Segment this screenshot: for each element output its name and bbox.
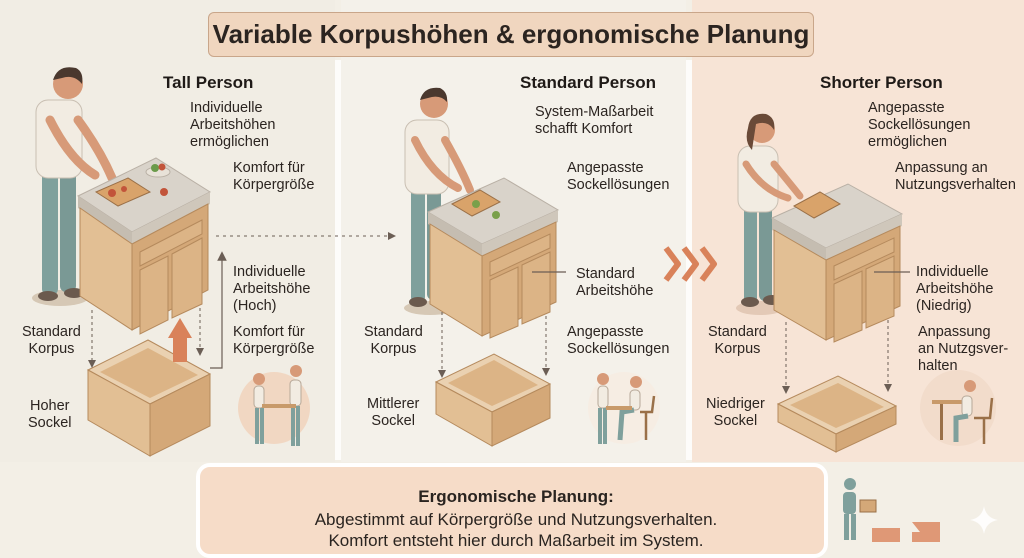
tall-plinth-label: Hoher Sockel [28, 398, 72, 431]
shorter-callout-mid: Anpassung an Nutzungsverhalten [895, 160, 1016, 193]
summary-line-1: Abgestimmt auf Körpergröße und Nutzungsv… [314, 510, 718, 529]
standard-corpus-label: Standard Korpus [364, 324, 423, 357]
tall-callout-mid: Komfort für Körpergröße [233, 160, 315, 193]
shorter-cabinet [770, 183, 904, 343]
medium-plinth [434, 353, 552, 447]
standard-plinth-label: Mittlerer Sockel [367, 396, 420, 429]
page-title: Variable Korpushöhen & ergonomische Plan… [208, 12, 814, 57]
summary-box: Ergonomische Planung: Abgestimmt auf Kör… [196, 463, 828, 558]
high-plinth [86, 339, 212, 457]
tall-callout-top: Individuelle Arbeitshöhen ermöglichen [190, 100, 276, 150]
panel-divider [335, 60, 341, 460]
shorter-person-figure [736, 113, 804, 315]
standard-person-figure [404, 87, 474, 315]
summary-line-2: Komfort entsteht hier durch Maßarbeit im… [328, 531, 704, 550]
chevron-arrows [663, 246, 717, 282]
tall-cabinet [76, 157, 212, 335]
tall-person-heading: Tall Person [163, 73, 254, 92]
summary-heading: Ergonomische Planung: [418, 487, 614, 506]
standard-callout-low: Angepasste Sockellösungen [567, 324, 670, 357]
tall-callout-height: Individuelle Arbeitshöhe (Hoch) [233, 264, 311, 314]
standard-callout-height: Standard Arbeitshöhe [576, 266, 654, 299]
height-arrow-shaft [173, 336, 187, 362]
shorter-corpus-label: Standard Korpus [708, 324, 767, 357]
height-arrow-head [168, 318, 192, 338]
shorter-callout-height: Individuelle Arbeitshöhe (Niedrig) [916, 264, 994, 314]
standard-vignette [588, 372, 660, 444]
worker-with-box-icon [843, 478, 877, 540]
low-plinth [776, 375, 898, 453]
tall-vignette [238, 365, 310, 446]
standard-callout-mid: Angepasste Sockellösungen [567, 160, 670, 193]
shorter-callout-low: Anpassung an Nutzgsver- halten [918, 324, 1009, 374]
shorter-person-heading: Shorter Person [820, 73, 943, 92]
panel-divider [686, 60, 692, 460]
sparkle-icon [970, 506, 998, 534]
tall-callout-low: Komfort für Körpergröße [233, 324, 315, 357]
tall-person-figure [32, 67, 117, 306]
standard-person-heading: Standard Person [520, 73, 657, 92]
shorter-plinth-label: Niedriger Sockel [706, 396, 765, 429]
standard-cabinet [426, 177, 560, 339]
tall-corpus-label: Standard Korpus [22, 324, 81, 357]
plinth-block-icon [872, 528, 900, 542]
standard-callout-top: System-Maßarbeit schafft Komfort [535, 104, 654, 137]
step-block-icon [912, 522, 940, 542]
shorter-callout-top: Angepasste Sockellösungen ermöglichen [868, 100, 971, 150]
shorter-vignette [920, 370, 996, 446]
